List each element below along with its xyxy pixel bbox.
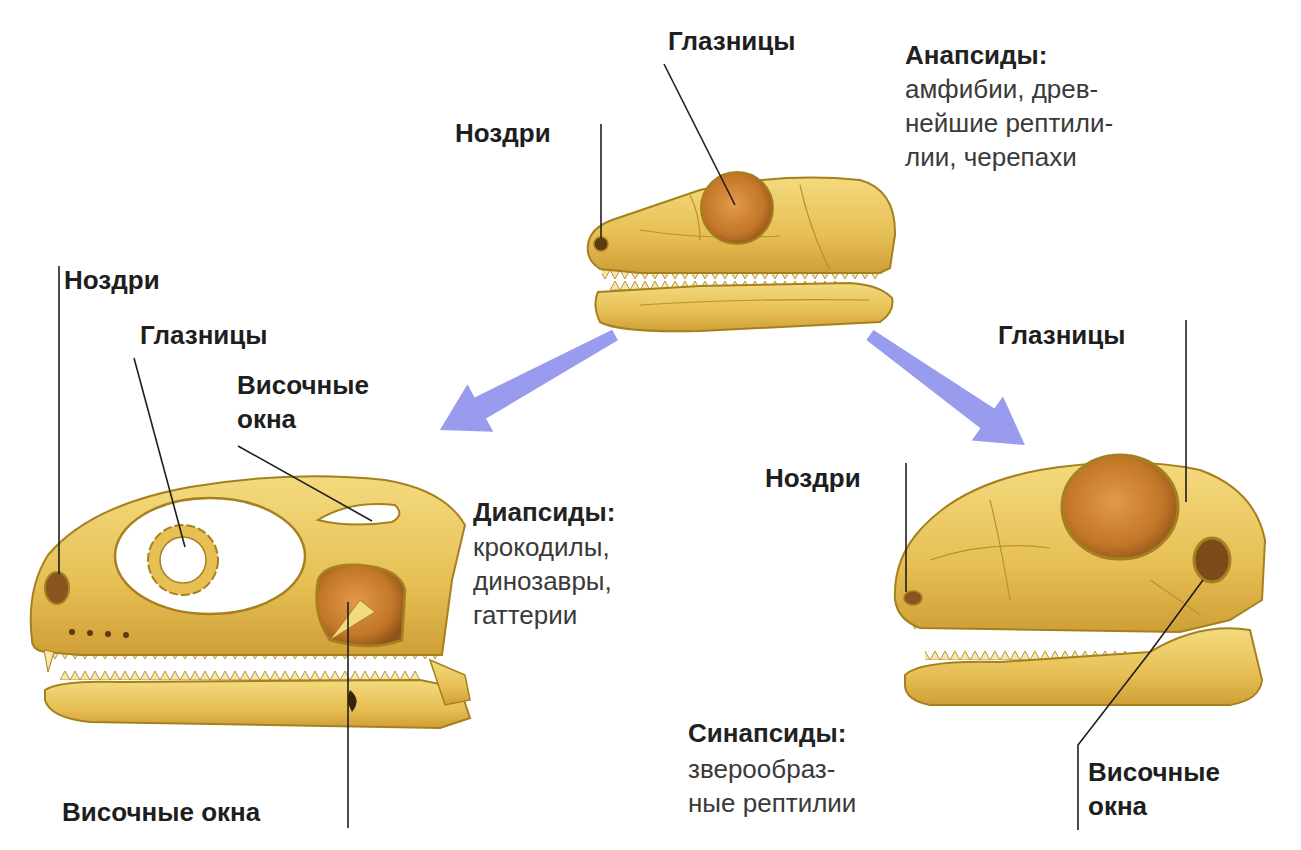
- nostril: [45, 572, 69, 604]
- leader-line: [58, 266, 60, 574]
- nostril: [594, 237, 608, 251]
- group-heading: Диапсиды:: [473, 495, 615, 529]
- group-members: крокодилы, динозавры, гаттерии: [473, 530, 688, 632]
- diapsid-skull: [31, 476, 470, 728]
- nostril: [904, 591, 922, 605]
- jaw-line: [640, 300, 870, 305]
- part-label: Глазницы: [668, 24, 796, 58]
- synapsid-skull: [895, 455, 1265, 705]
- part-label: Глазницы: [140, 318, 268, 352]
- fang: [44, 650, 54, 672]
- quadrate: [430, 660, 470, 705]
- leader-line: [600, 124, 602, 238]
- part-label: Височные окна: [237, 368, 402, 436]
- group-members: зверообраз- ные рептилии: [688, 752, 878, 820]
- cranium: [31, 476, 465, 655]
- part-label: Височные окна: [62, 795, 260, 829]
- leader-line: [664, 64, 735, 205]
- lower-teeth: [60, 670, 420, 680]
- leader-line: [1185, 320, 1187, 502]
- bone-strut: [330, 600, 375, 640]
- lower-temporal-window: [317, 565, 406, 646]
- leader-line: [238, 446, 372, 521]
- jaw-foramen: [348, 690, 357, 712]
- skull-node: Диапсиды:крокодилы, динозавры, гаттерии: [25, 430, 475, 730]
- anapsid-skull: [588, 172, 895, 331]
- leader-line: [347, 602, 349, 828]
- leader-line: [905, 463, 907, 592]
- part-label: Височные окна: [1088, 755, 1258, 823]
- evolution-arrow: [440, 330, 618, 432]
- leader-line: [134, 358, 185, 547]
- orbit: [1062, 455, 1178, 559]
- part-label: Глазницы: [998, 318, 1126, 352]
- temporal-window: [1194, 538, 1230, 582]
- part-label: Ноздри: [455, 116, 551, 150]
- skull-node: Анапсиды:амфибии, древ- нейшие рептили- …: [585, 175, 895, 335]
- group-heading: Анапсиды:: [905, 38, 1047, 72]
- lower-jaw: [905, 628, 1262, 705]
- part-label: Ноздри: [765, 461, 861, 495]
- foramina: [69, 629, 129, 638]
- group-members: амфибии, древ- нейшие рептили- лии, чере…: [905, 72, 1155, 174]
- sclerotic-ring: [148, 525, 218, 595]
- orbit-opening: [115, 498, 305, 614]
- part-label: Ноздри: [64, 263, 160, 297]
- lower-jaw: [45, 680, 470, 728]
- skull-node: Синапсиды:зверообраз- ные рептилии: [890, 445, 1270, 710]
- lower-jaw: [595, 283, 892, 331]
- orbit-center: [160, 537, 206, 583]
- group-heading: Синапсиды:: [688, 716, 846, 750]
- leader-lines: [59, 64, 1203, 830]
- orbit: [701, 172, 773, 244]
